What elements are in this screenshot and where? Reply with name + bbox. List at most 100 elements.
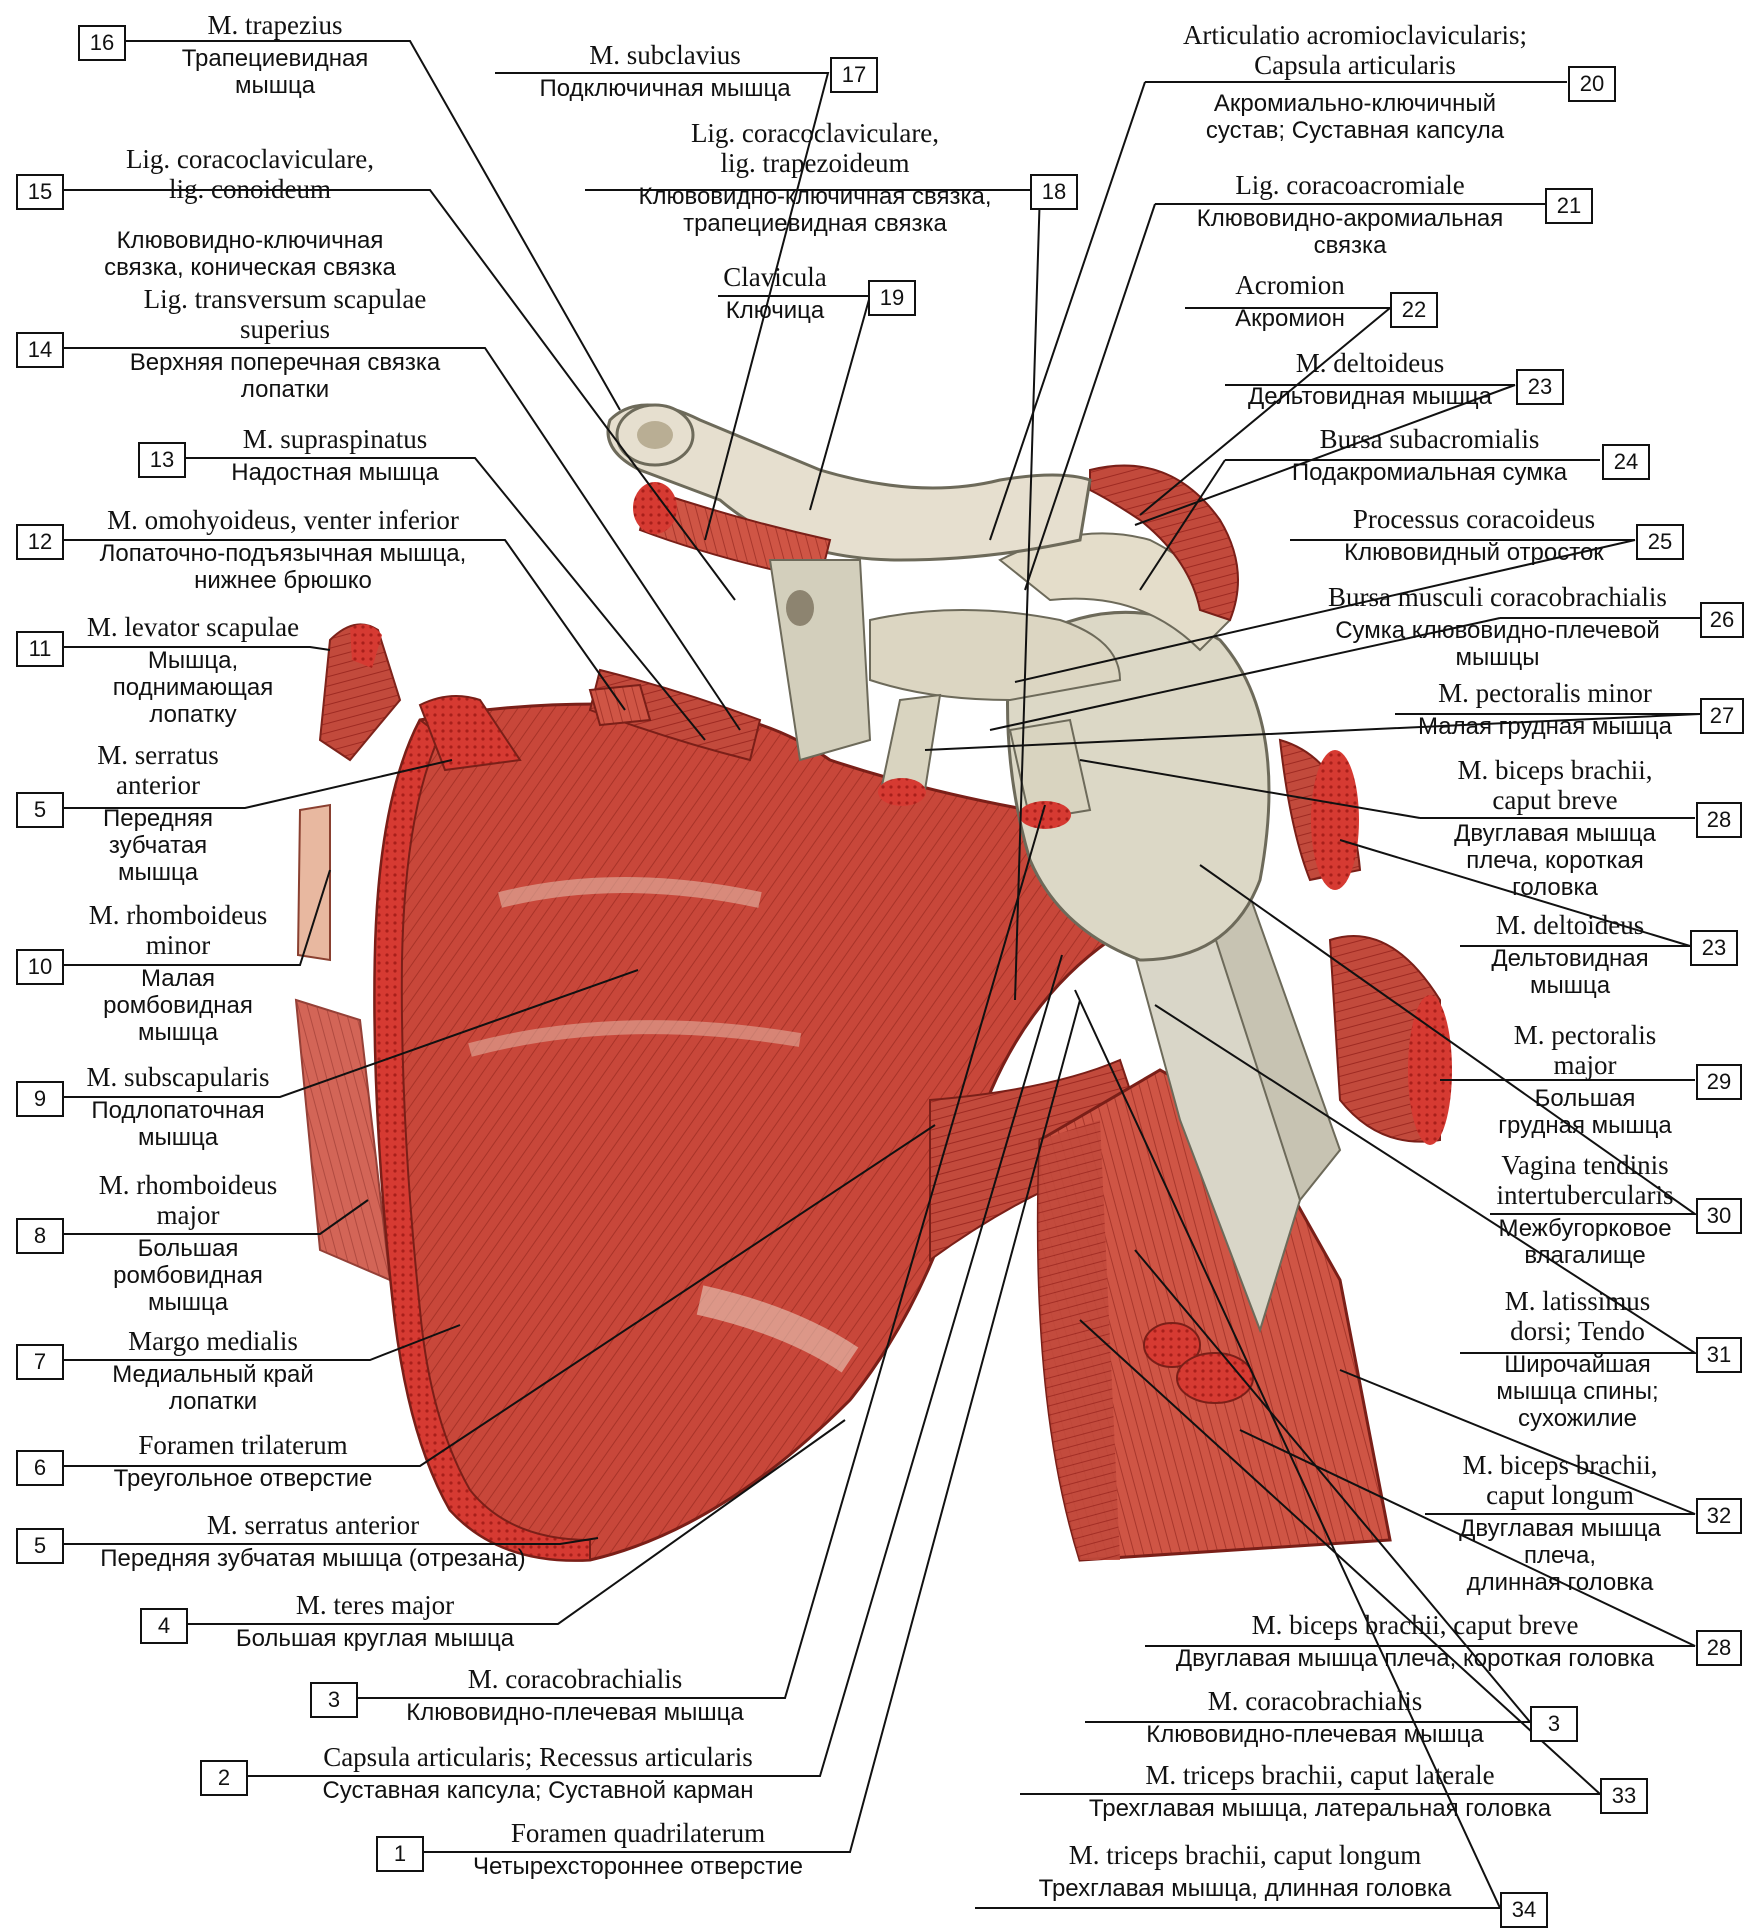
russian-name: Малая грудная мышца: [1417, 713, 1673, 740]
number-box-5a: 5: [16, 792, 64, 828]
leader-28b: [1145, 1429, 1696, 1647]
russian-name: Передняя зубчатая мышца: [102, 805, 213, 886]
label-11: M. levator scapulae Мышца, поднимающая л…: [68, 612, 318, 728]
leader-5b: [60, 1537, 599, 1545]
number-box-17: 17: [830, 57, 878, 93]
latin-name: Lig. transversum scapulae superius: [143, 284, 427, 344]
leader-5a: [60, 759, 453, 809]
leader-30: [1199, 864, 1699, 1215]
leader-17: [495, 72, 830, 541]
russian-name: Трапециевидная мышца: [181, 45, 369, 99]
russian-name: Трехглавая мышца, латеральная головка: [1088, 1795, 1552, 1822]
label-19: Clavicula Ключица: [700, 262, 850, 324]
russian-name: Мышца, поднимающая лопатку: [112, 647, 274, 728]
label-8: M. rhomboideus major Большая ромбовидная…: [68, 1170, 308, 1316]
russian-name: Акромиально-ключичный сустав; Суставная …: [1205, 90, 1505, 144]
label-10: M. rhomboideus minor Малая ромбовидная м…: [68, 900, 288, 1046]
label-30: Vagina tendinis intertubercularis Межбуг…: [1480, 1150, 1690, 1269]
number-box-22: 22: [1390, 292, 1438, 328]
number-box-28b: 28: [1696, 1630, 1742, 1666]
latin-name: Articulatio acromioclavicularis; Capsula…: [1182, 20, 1528, 80]
latin-name: M. coracobrachialis: [467, 1664, 683, 1694]
russian-name: Ключица: [725, 297, 825, 324]
biceps-cut-1: [1143, 1322, 1201, 1368]
latin-name: Foramen trilaterum: [138, 1430, 348, 1460]
label-5a: M. serratus anterior Передняя зубчатая м…: [68, 740, 248, 886]
number-box-14: 14: [16, 332, 64, 368]
russian-name: Надостная мышца: [231, 459, 439, 486]
serratus-anterior-edge: [373, 718, 591, 1562]
number-box-23a: 23: [1516, 369, 1564, 405]
russian-name: Сумка клювовидно-плечевой мышцы: [1335, 617, 1660, 671]
russian-name: Клювовидно-плечевая мышца: [1146, 1721, 1484, 1748]
label-20: Articulatio acromioclavicularis; Capsula…: [1150, 20, 1560, 144]
latin-name: Acromion: [1235, 270, 1345, 300]
latin-name: Lig. coracoacromiale: [1235, 170, 1465, 200]
number-box-27: 27: [1700, 698, 1744, 734]
russian-name: Дельтовидная мышца: [1247, 383, 1493, 410]
serratus-cut-top: [418, 695, 522, 772]
latin-name: M. triceps brachii, caput longum: [1068, 1840, 1422, 1870]
russian-name: Четырехстороннее отверстие: [472, 1853, 804, 1880]
number-box-4: 4: [140, 1608, 188, 1644]
latin-name: Lig. coracoclaviculare, lig. trapezoideu…: [690, 118, 940, 178]
label-2: Capsula articularis; Recessus articulari…: [258, 1742, 818, 1804]
label-13: M. supraspinatus Надостная мышца: [195, 424, 475, 486]
label-24: Bursa subacromialis Подакромиальная сумк…: [1262, 424, 1597, 486]
russian-name: Медиальный край лопатки: [112, 1361, 314, 1415]
latin-name: M. trapezius: [207, 10, 343, 40]
latin-name: M. biceps brachii, caput breve: [1457, 755, 1653, 815]
russian-name: Двуглавая мышца плеча, длинная головка: [1459, 1515, 1661, 1596]
label-28b: M. biceps brachii, caput breve Двуглавая…: [1140, 1610, 1690, 1672]
label-5b: M. serratus anterior Передняя зубчатая м…: [68, 1510, 558, 1572]
label-34: M. triceps brachii, caput longum Трехгла…: [1000, 1840, 1490, 1902]
omohyoid-muscle: [588, 683, 652, 727]
deltoid-cut: [1311, 750, 1359, 890]
leader-16: [120, 40, 621, 411]
number-box-34: 34: [1500, 1892, 1548, 1928]
russian-name: Межбугорковое влагалище: [1498, 1215, 1672, 1269]
latin-name: M. pectoralis major: [1513, 1020, 1657, 1080]
label-29: M. pectoralis major Большая грудная мышц…: [1480, 1020, 1690, 1139]
russian-name: Подлопаточная мышца: [91, 1097, 265, 1151]
label-23b: M. deltoideus Дельтовидная мышца: [1460, 910, 1680, 999]
number-box-2: 2: [200, 1760, 248, 1796]
latin-name: M. biceps brachii, caput breve: [1251, 1610, 1579, 1640]
russian-name: Двуглавая мышца плеча, короткая головка: [1454, 820, 1656, 901]
label-22: Acromion Акромион: [1195, 270, 1385, 332]
leader-15: [60, 189, 736, 601]
latin-name: M. triceps brachii, caput laterale: [1145, 1760, 1495, 1790]
leader-23a: [1134, 384, 1516, 526]
number-box-8: 8: [16, 1218, 64, 1254]
biceps-cut-2: [1176, 1352, 1254, 1404]
russian-name: Подключичная мышца: [539, 75, 791, 102]
label-7: Margo medialis Медиальный край лопатки: [68, 1326, 358, 1415]
coracoclavicular-ligament: [768, 559, 872, 762]
number-box-32: 32: [1696, 1498, 1742, 1534]
number-box-13: 13: [138, 442, 186, 478]
russian-name: Клювовидно-плечевая мышца: [406, 1699, 744, 1726]
latin-name: Vagina tendinis intertubercularis: [1496, 1150, 1674, 1210]
number-box-11: 11: [16, 631, 64, 667]
label-27: M. pectoralis minor Малая грудная мышца: [1395, 678, 1695, 740]
number-box-33: 33: [1600, 1778, 1648, 1814]
leader-8: [60, 1199, 369, 1235]
number-box-26: 26: [1700, 602, 1744, 638]
russian-name: Треугольное отверстие: [113, 1465, 373, 1492]
number-box-15: 15: [16, 174, 64, 210]
label-17: M. subclavius Подключичная мышца: [505, 40, 825, 102]
number-box-16: 16: [78, 25, 126, 61]
coracoid-process: [869, 609, 1122, 702]
leader-4: [185, 1419, 846, 1625]
latin-name: M. pectoralis minor: [1438, 678, 1652, 708]
leader-2: [248, 954, 1063, 1777]
latin-name: Bursa subacromialis: [1319, 424, 1540, 454]
number-box-1: 1: [376, 1836, 424, 1872]
leader-9: [60, 969, 639, 1098]
russian-name: Лопаточно-подъязычная мышца, нижнее брюш…: [99, 540, 467, 594]
number-box-29: 29: [1696, 1064, 1742, 1100]
label-25: Processus coracoideus Клювовидный отрост…: [1315, 504, 1633, 566]
russian-name: Клювовидно-ключичная связка, коническая …: [104, 227, 396, 281]
latin-name: Foramen quadrilaterum: [510, 1818, 766, 1848]
